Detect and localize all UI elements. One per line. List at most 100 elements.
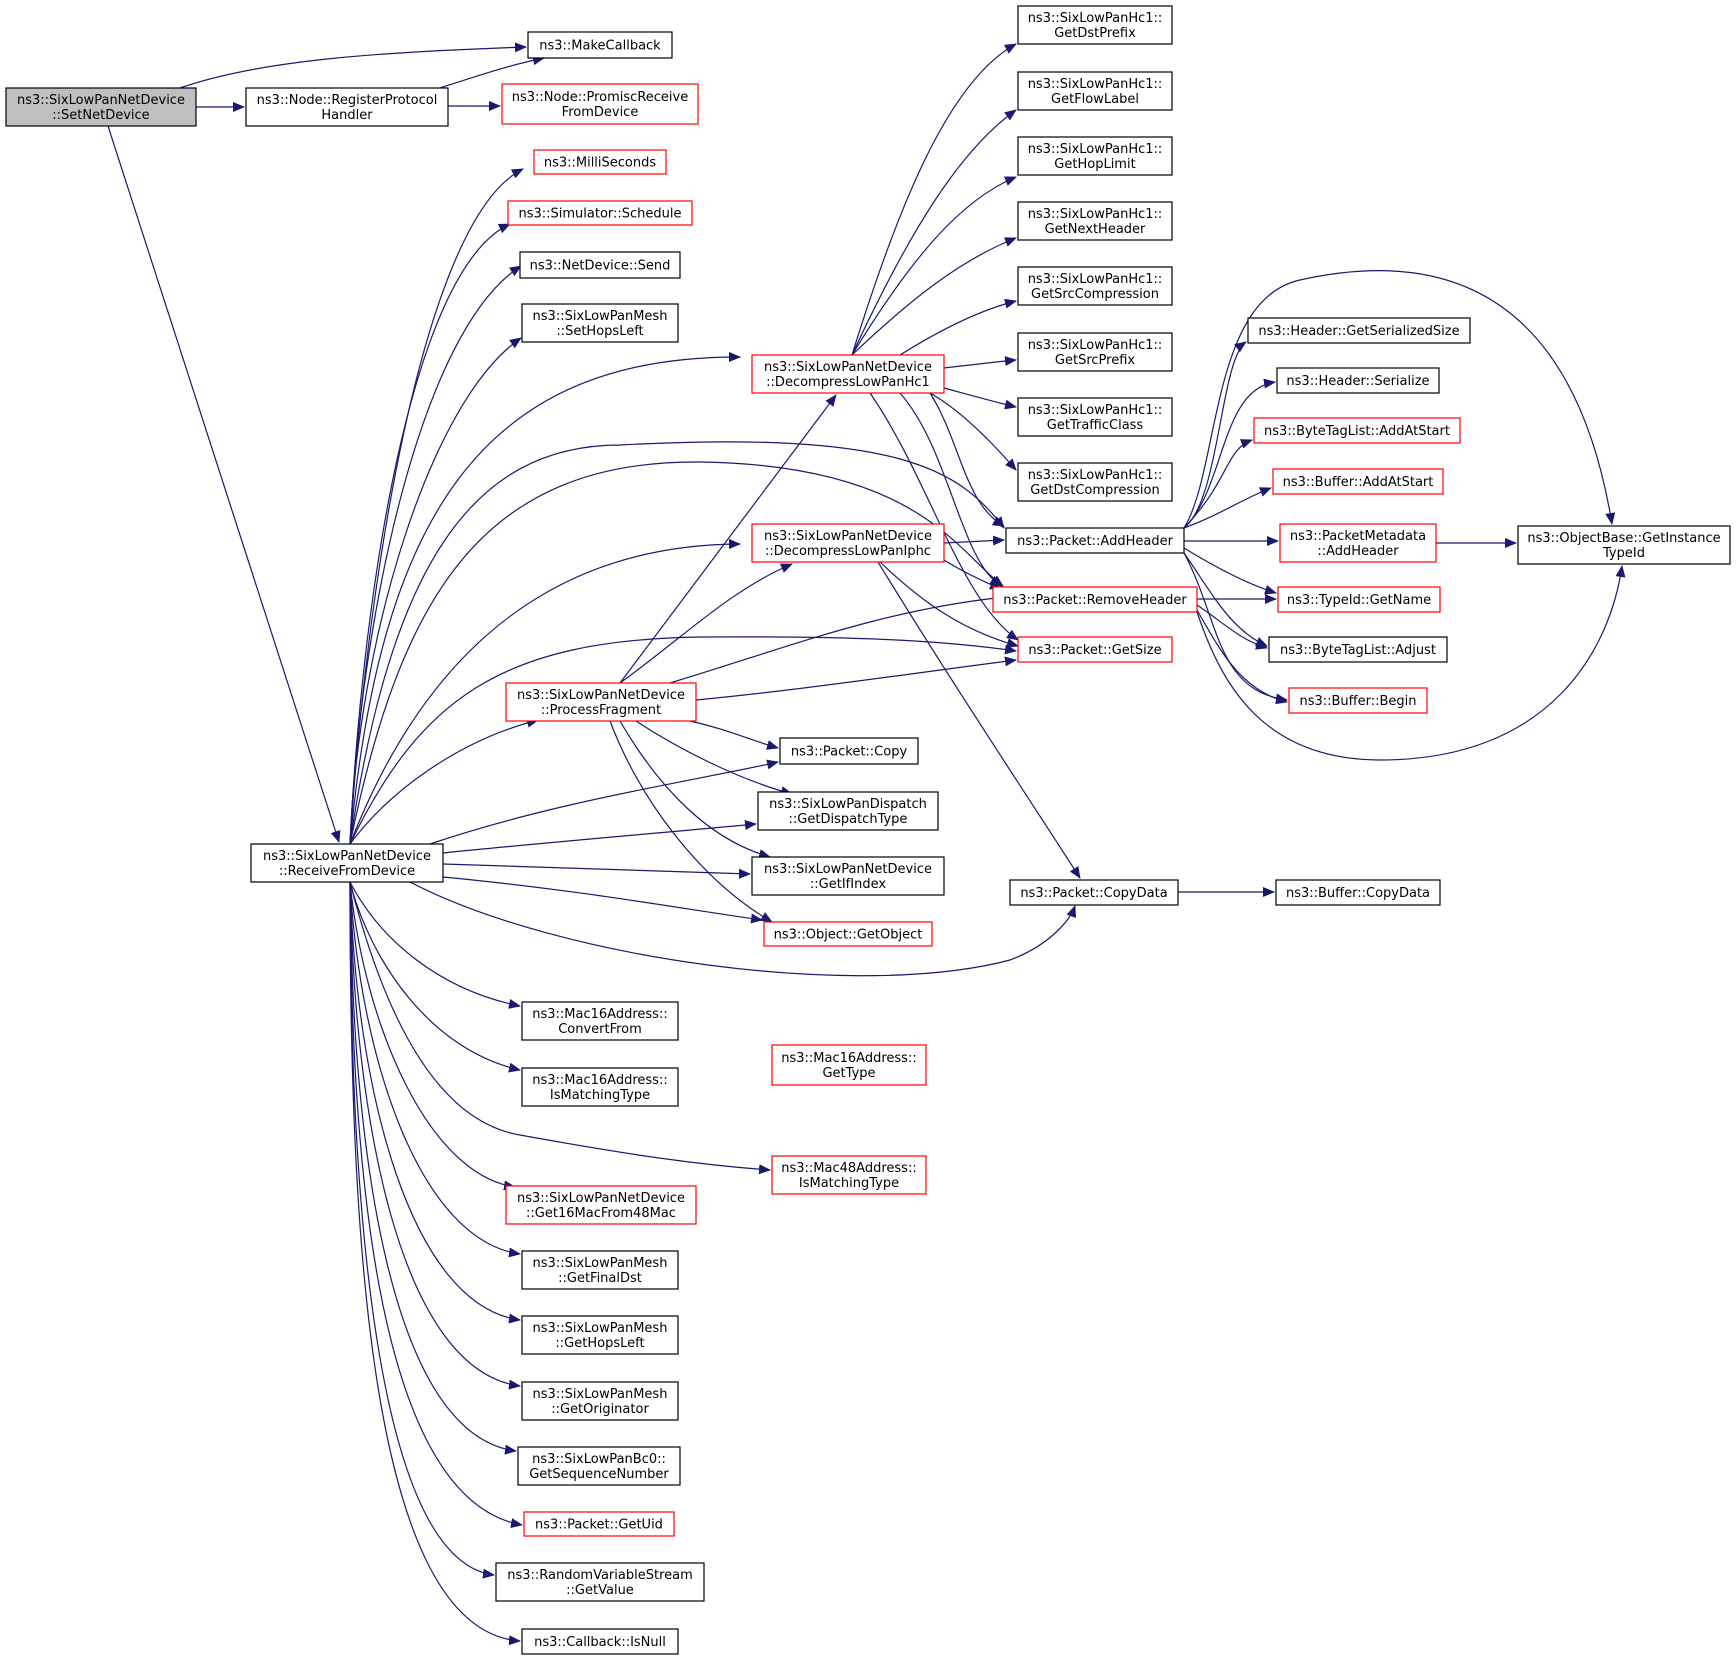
node-packetgetsize[interactable]: ns3::Packet::GetSize <box>1017 636 1173 663</box>
node-label: GetDstPrefix <box>1054 26 1136 41</box>
node-processfragment[interactable]: ns3::SixLowPanNetDevice::ProcessFragment <box>505 682 697 722</box>
node-label: ns3::RandomVariableStream <box>507 1568 693 1583</box>
node-packetmetadataaddheader[interactable]: ns3::PacketMetadata::AddHeader <box>1279 523 1437 563</box>
node-makecallback[interactable]: ns3::MakeCallback <box>527 31 673 59</box>
node-decompressiphc[interactable]: ns3::SixLowPanNetDevice::DecompressLowPa… <box>751 523 945 563</box>
node-box <box>751 523 945 563</box>
node-mac48ismatching[interactable]: ns3::Mac48Address::IsMatchingType <box>771 1155 927 1195</box>
node-get16macfrom48mac[interactable]: ns3::SixLowPanNetDevice::Get16MacFrom48M… <box>505 1185 697 1225</box>
node-box <box>1253 417 1461 444</box>
node-packetcopydata[interactable]: ns3::Packet::CopyData <box>1009 879 1179 906</box>
edge-packetaddheader-to-bufferbegin <box>1183 552 1288 704</box>
edge-processfragment-to-packetcopy <box>689 720 779 750</box>
node-packetcopy[interactable]: ns3::Packet::Copy <box>779 737 919 765</box>
node-hc1getnextheader[interactable]: ns3::SixLowPanHc1::GetNextHeader <box>1017 201 1173 241</box>
edge-receivefromdevice-to-packetcopy <box>429 759 779 845</box>
node-box <box>1272 468 1444 495</box>
node-label: ns3::ByteTagList::AddAtStart <box>1264 424 1450 439</box>
node-schedule[interactable]: ns3::Simulator::Schedule <box>507 200 693 226</box>
edge-receivefromdevice-to-getvalue <box>349 881 495 1579</box>
node-getdispatchtype[interactable]: ns3::SixLowPanDispatch::GetDispatchType <box>757 791 939 831</box>
node-label: ns3::Packet::GetUid <box>535 1518 663 1533</box>
node-sethopsleft[interactable]: ns3::SixLowPanMesh::SetHopsLeft <box>521 303 679 343</box>
node-isnull[interactable]: ns3::Callback::IsNull <box>521 1628 679 1655</box>
edge-packetaddheader-to-bytetaglistaddatstart <box>1183 439 1253 529</box>
node-label: ns3::Buffer::AddAtStart <box>1283 475 1434 490</box>
node-label: ns3::Buffer::CopyData <box>1286 886 1430 901</box>
node-headergetserializedsize[interactable]: ns3::Header::GetSerializedSize <box>1247 317 1471 344</box>
node-headerserialize[interactable]: ns3::Header::Serialize <box>1276 367 1440 394</box>
node-setnetdevice[interactable]: ns3::SixLowPanNetDevice::SetNetDevice <box>5 87 197 127</box>
node-getuid[interactable]: ns3::Packet::GetUid <box>523 1511 675 1537</box>
node-label: GetHopLimit <box>1054 157 1135 172</box>
node-buffercopydata[interactable]: ns3::Buffer::CopyData <box>1275 879 1441 906</box>
node-getifindex[interactable]: ns3::SixLowPanNetDevice::GetIfIndex <box>751 856 945 896</box>
edge-registerprotocolhandler-to-makecallback <box>439 55 545 89</box>
node-bufferbegin[interactable]: ns3::Buffer::Begin <box>1288 687 1428 714</box>
node-label: ns3::Packet::RemoveHeader <box>1003 593 1187 608</box>
node-label: ns3::Mac16Address:: <box>532 1073 667 1088</box>
edge-packetremoveheader-to-objectbasegetinstancetypeid <box>1196 565 1626 761</box>
node-label: FromDevice <box>562 105 639 120</box>
node-label: ns3::Header::Serialize <box>1286 374 1429 389</box>
node-mac16gettype[interactable]: ns3::Mac16Address::GetType <box>771 1044 927 1086</box>
node-milliseconds[interactable]: ns3::MilliSeconds <box>533 149 667 175</box>
node-box <box>505 682 697 722</box>
node-packetaddheader[interactable]: ns3::Packet::AddHeader <box>1005 527 1185 554</box>
node-box <box>1277 586 1441 613</box>
node-getobject[interactable]: ns3::Object::GetObject <box>763 921 933 947</box>
node-hc1getsrcprefix[interactable]: ns3::SixLowPanHc1::GetSrcPrefix <box>1017 332 1173 372</box>
node-getoriginator[interactable]: ns3::SixLowPanMesh::GetOriginator <box>521 1381 679 1421</box>
node-packetremoveheader[interactable]: ns3::Packet::RemoveHeader <box>992 586 1198 613</box>
node-label: ns3::Simulator::Schedule <box>518 207 681 222</box>
edge-receivefromdevice-to-packetcopydata <box>409 881 1077 977</box>
node-label: ::DecompressLowPanHc1 <box>766 375 930 390</box>
node-box <box>521 303 679 343</box>
node-label: ns3::SixLowPanNetDevice <box>517 1191 685 1206</box>
node-hc1getflowlabel[interactable]: ns3::SixLowPanHc1::GetFlowLabel <box>1017 71 1173 111</box>
node-decompresshc1[interactable]: ns3::SixLowPanNetDevice::DecompressLowPa… <box>751 354 945 394</box>
node-hc1getdstcompression[interactable]: ns3::SixLowPanHc1::GetDstCompression <box>1017 462 1173 502</box>
edge-receivefromdevice-to-get16macfrom48mac <box>349 881 516 1191</box>
node-box <box>245 87 449 127</box>
node-hc1gettrafficclass[interactable]: ns3::SixLowPanHc1::GetTrafficClass <box>1017 397 1173 437</box>
node-getfinaldst[interactable]: ns3::SixLowPanMesh::GetFinalDst <box>521 1250 679 1290</box>
node-bytetaglistadjust[interactable]: ns3::ByteTagList::Adjust <box>1268 636 1448 663</box>
node-netdevicesend[interactable]: ns3::NetDevice::Send <box>519 251 681 279</box>
node-label: ns3::MilliSeconds <box>544 156 657 171</box>
node-hc1gethoplimit[interactable]: ns3::SixLowPanHc1::GetHopLimit <box>1017 136 1173 176</box>
edge-packetaddheader-to-headerserialize <box>1183 378 1276 529</box>
node-box <box>1017 332 1173 372</box>
node-bytetaglistaddatstart[interactable]: ns3::ByteTagList::AddAtStart <box>1253 417 1461 444</box>
node-label: ns3::SixLowPanNetDevice <box>764 862 932 877</box>
edge-decompresshc1-to-hc1getdstcompression <box>929 392 1017 471</box>
node-label: ::ProcessFragment <box>541 703 661 718</box>
edge-processfragment-to-packetremoveheader <box>669 593 1006 684</box>
node-box <box>517 1446 681 1486</box>
node-receivefromdevice[interactable]: ns3::SixLowPanNetDevice::ReceiveFromDevi… <box>250 843 444 883</box>
edge-receivefromdevice-to-processfragment <box>349 717 539 845</box>
node-hc1getdstprefix[interactable]: ns3::SixLowPanHc1::GetDstPrefix <box>1017 5 1173 45</box>
node-hc1getsrccompression[interactable]: ns3::SixLowPanHc1::GetSrcCompression <box>1017 266 1173 306</box>
edge-decompressiphc-to-packetcopydata <box>877 561 1081 879</box>
edge-receivefromdevice-to-sethopsleft <box>349 337 522 845</box>
nodes-layer: ns3::SixLowPanNetDevice::SetNetDevicens3… <box>5 5 1731 1655</box>
node-label: ns3::SixLowPanNetDevice <box>517 688 685 703</box>
node-bufferaddatstart[interactable]: ns3::Buffer::AddAtStart <box>1272 468 1444 495</box>
edge-receivefromdevice-to-mac16ismatching <box>349 881 521 1073</box>
node-getvalue[interactable]: ns3::RandomVariableStream::GetValue <box>495 1562 705 1602</box>
node-mac16ismatching[interactable]: ns3::Mac16Address::IsMatchingType <box>521 1067 679 1107</box>
node-box <box>519 251 681 279</box>
node-gethopsleft[interactable]: ns3::SixLowPanMesh::GetHopsLeft <box>521 1315 679 1355</box>
node-box <box>5 87 197 127</box>
node-label: ns3::Packet::Copy <box>791 745 908 760</box>
edge-processfragment-to-decompresshc1 <box>619 394 837 684</box>
node-box <box>521 1381 679 1421</box>
node-getsequencenumber[interactable]: ns3::SixLowPanBc0::GetSequenceNumber <box>517 1446 681 1486</box>
node-convertfrom[interactable]: ns3::Mac16Address::ConvertFrom <box>521 1001 679 1041</box>
node-typeidgetname[interactable]: ns3::TypeId::GetName <box>1277 586 1441 613</box>
